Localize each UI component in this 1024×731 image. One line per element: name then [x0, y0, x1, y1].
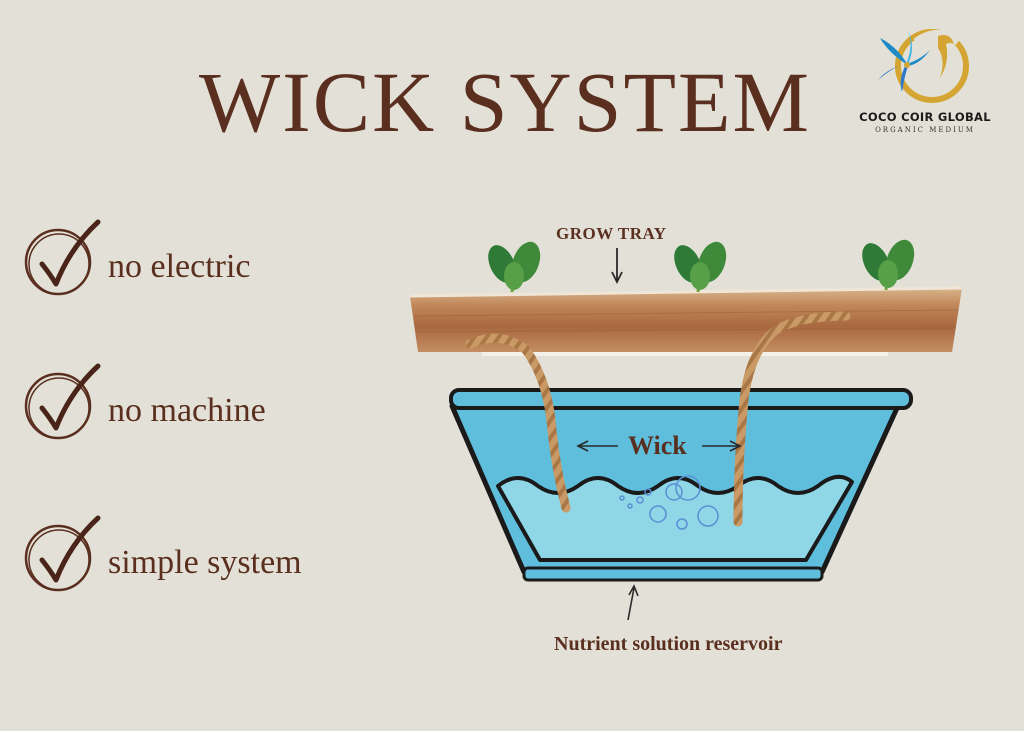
- grow-tray: [409, 286, 963, 356]
- logo-name: COCO COIR GLOBAL: [859, 110, 991, 124]
- wick-arrow-right: [702, 440, 742, 452]
- logo-tagline: ORGANIC MEDIUM: [875, 126, 975, 134]
- checkmark-icon: [24, 363, 101, 440]
- feature-label: no machine: [108, 392, 266, 429]
- wick-label: Wick: [628, 431, 687, 460]
- palm-leaves-icon: [878, 30, 930, 92]
- feature-item-no-electric: no electric: [22, 218, 362, 308]
- reservoir-container: [449, 388, 913, 582]
- feature-label: simple system: [108, 544, 302, 581]
- grow-tray-arrow: [611, 248, 623, 285]
- checkmark-icon: [24, 219, 101, 296]
- grow-tray-label: GROW TRAY: [556, 224, 667, 243]
- feature-label: no electric: [108, 248, 251, 285]
- checkmark-icon: [24, 515, 101, 592]
- wick-right: [733, 311, 851, 527]
- plant-icon: [674, 241, 727, 293]
- feature-item-simple-system: simple system: [22, 514, 362, 604]
- wick-arrow-left: [576, 440, 618, 452]
- plant-icon: [488, 241, 541, 293]
- page-title: WICK SYSTEM: [198, 54, 812, 150]
- feature-item-no-machine: no machine: [22, 362, 362, 452]
- reservoir-label: Nutrient solution reservoir: [554, 633, 783, 655]
- reservoir-arrow: [627, 584, 639, 621]
- bubbles-icon: [619, 475, 719, 530]
- wick-left: [465, 333, 571, 513]
- plant-icon: [862, 239, 915, 291]
- bird-icon: [938, 35, 954, 78]
- coco-coir-global-logo: [878, 29, 969, 103]
